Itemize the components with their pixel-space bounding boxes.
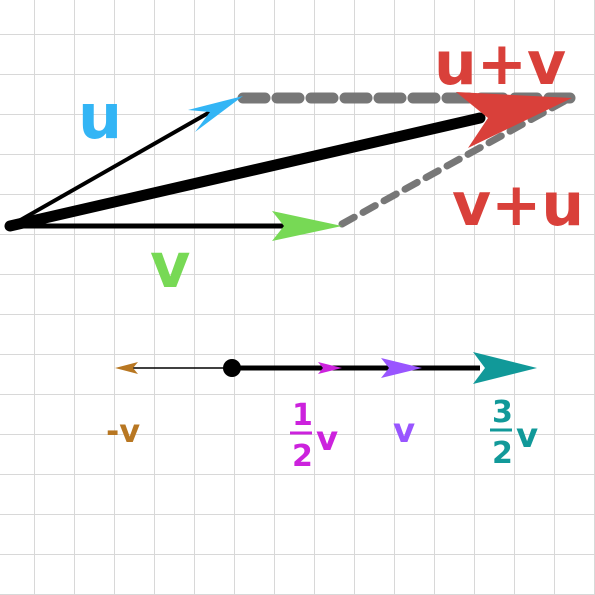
v-scaled-arrowhead	[381, 358, 422, 378]
vector-v-arrowhead	[272, 211, 342, 241]
label-half-denominator: 2	[292, 439, 313, 474]
three-halves-v-arrowhead	[473, 352, 537, 384]
label-half-numerator: 1	[292, 398, 313, 433]
vector-u-shaft	[9, 110, 211, 228]
label-three-halves-denominator: 2	[492, 436, 513, 471]
neg-v-arrowhead	[115, 362, 138, 374]
label-u-plus-v: u+v	[434, 29, 566, 99]
label-neg-v: -v	[106, 412, 140, 450]
origin-dot	[223, 359, 241, 377]
vector-u-arrowhead	[188, 96, 243, 132]
label-v-plus-u: v+u	[452, 170, 584, 240]
half-v-arrowhead	[318, 362, 342, 374]
label-v: v	[150, 229, 190, 302]
label-u: u	[78, 80, 122, 153]
label-v-scaled: v	[393, 411, 415, 451]
label-half-v: v	[316, 419, 338, 459]
label-three-halves-v: v	[516, 416, 538, 456]
dashed-line-diagonal	[338, 94, 574, 228]
vector-sum-arrowhead	[456, 92, 572, 148]
label-three-halves-numerator: 3	[492, 395, 513, 430]
vector-sum-shaft	[4, 112, 486, 232]
